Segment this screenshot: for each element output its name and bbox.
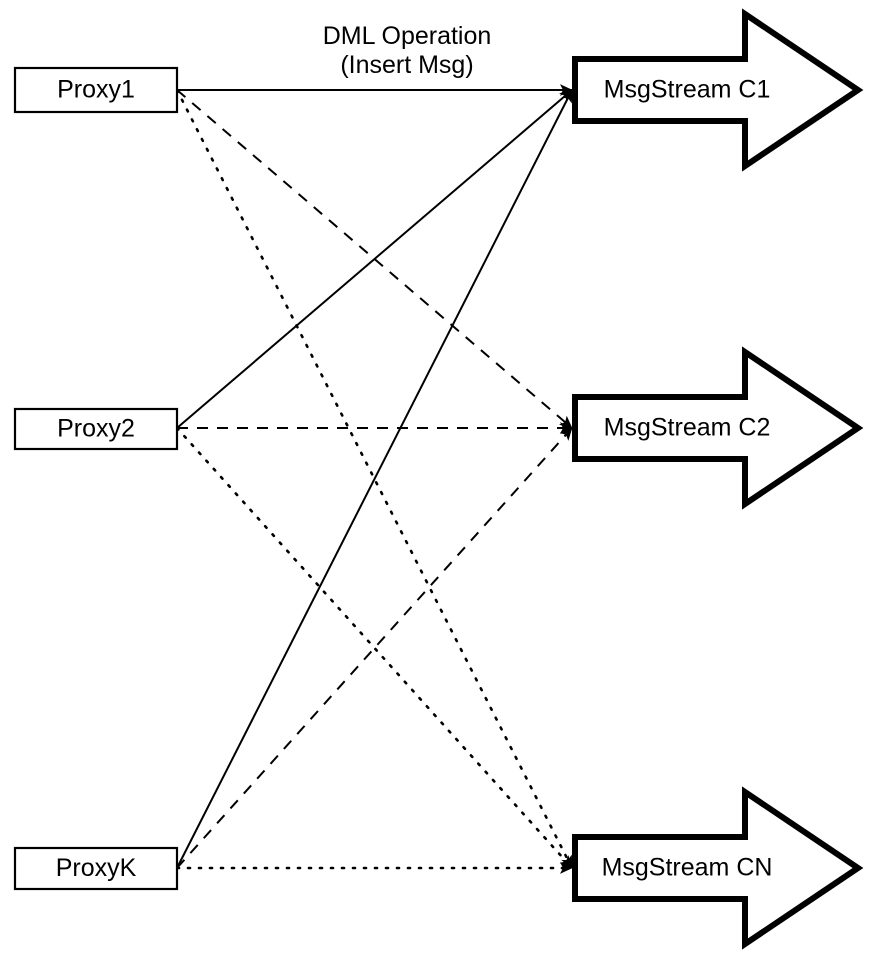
connection-proxy2-stream-cn[interactable] [175,426,574,870]
proxy1-label: Proxy1 [57,76,135,104]
proxyk-label: ProxyK [56,854,137,882]
block-arrow-cn-icon[interactable] [572,786,864,950]
msgstream-cn-label: MsgStream CN [602,854,773,882]
edge-annotation-line1: DML Operation [323,22,492,50]
proxy1-box[interactable] [13,66,179,114]
proxy2-box[interactable] [13,407,179,451]
connection-layer [175,84,574,874]
msgstream-c2-label: MsgStream C2 [604,414,771,442]
connection-proxy1-stream-cn[interactable] [175,88,574,870]
proxyk-box[interactable] [13,846,179,891]
proxy2-label: Proxy2 [57,415,135,443]
connection-proxy1-stream-c2[interactable] [176,89,573,429]
msgstream-layer: MsgStream C1 MsgStream C2 MsgStream CN [572,8,864,950]
msgstream-node-c2[interactable]: MsgStream C2 [572,346,864,510]
msgstream-node-cn[interactable]: MsgStream CN [572,786,864,950]
msgstream-c1-label: MsgStream C1 [604,76,771,104]
proxy-node-layer: Proxy1 Proxy2 ProxyK [13,66,179,891]
block-arrow-c2-icon[interactable] [572,346,864,510]
connection-proxy2-stream-c1[interactable] [176,89,573,429]
edge-annotation-line2: (Insert Msg) [340,51,473,79]
proxy-node-proxy2[interactable]: Proxy2 [13,407,179,451]
proxy-node-proxyk[interactable]: ProxyK [13,846,179,891]
connection-proxyk-stream-c1[interactable] [176,89,573,869]
msgstream-node-c1[interactable]: MsgStream C1 [572,8,864,172]
edge-annotation-dml-operation: DML Operation (Insert Msg) [323,22,492,79]
block-arrow-c1-icon[interactable] [572,8,864,172]
proxy-node-proxy1[interactable]: Proxy1 [13,66,179,114]
